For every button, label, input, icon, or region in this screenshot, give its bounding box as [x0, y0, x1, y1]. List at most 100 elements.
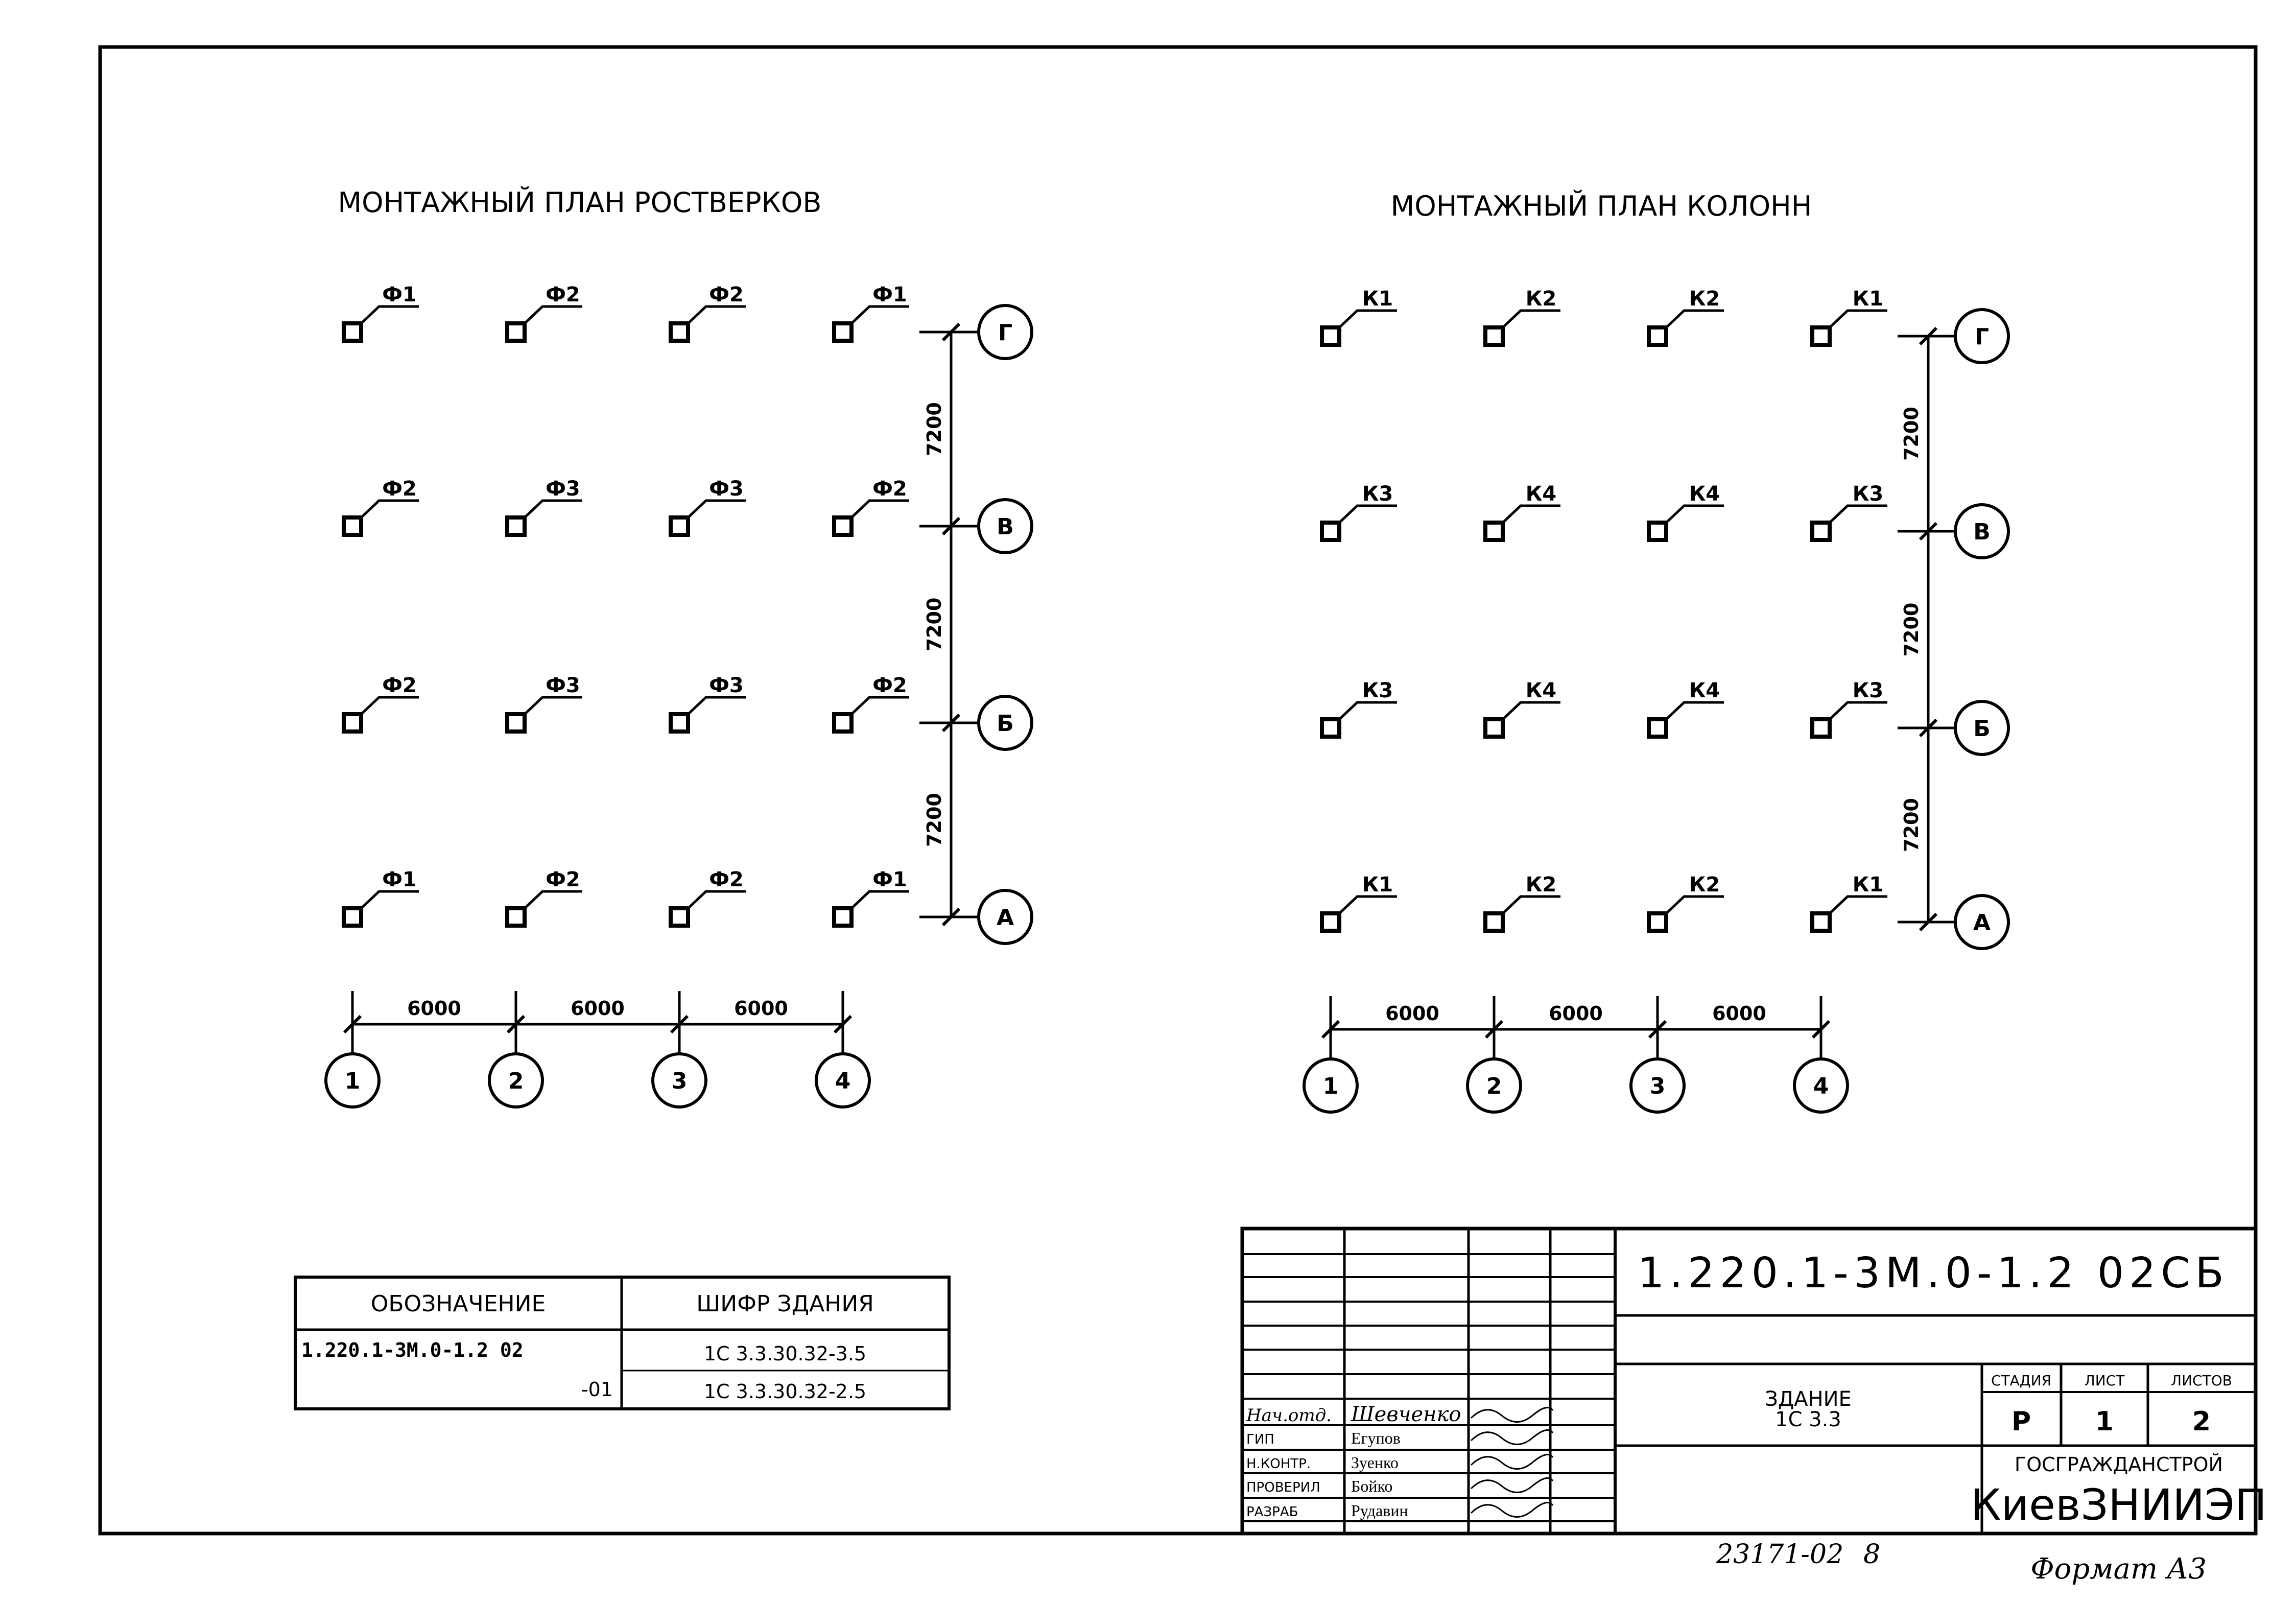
signature-scribble	[1470, 1406, 1554, 1423]
leader-line	[1827, 701, 1887, 722]
col-dim-tick	[1648, 1020, 1667, 1039]
leader-line	[1664, 895, 1724, 916]
col-axis-label: 1	[1323, 1073, 1339, 1099]
col-dim-tick	[833, 1015, 853, 1034]
leader-line	[685, 696, 746, 717]
element-square	[1810, 911, 1832, 933]
spec-code-1: 1С 3.3.30.32-3.5	[704, 1342, 866, 1365]
element-mark: К3	[1362, 482, 1393, 506]
element-mark: Ф2	[546, 283, 580, 307]
element-mark: Ф1	[872, 868, 907, 891]
element-square	[1810, 521, 1832, 542]
leader-line	[522, 890, 582, 911]
col-dim-value: 6000	[571, 997, 625, 1020]
element-square	[669, 515, 690, 537]
row-axis-label: А	[1973, 910, 1991, 936]
leader-line	[359, 890, 419, 911]
leader-line	[1664, 701, 1724, 722]
element-square	[1320, 911, 1341, 933]
element-square	[1647, 911, 1668, 933]
element-mark: К1	[1853, 287, 1884, 311]
row-axis-bubble	[977, 695, 1033, 751]
element-square	[505, 515, 527, 537]
org-name: КиевЗНИИЭП	[1971, 1480, 2267, 1530]
title-block: 1.220.1-3М.0-1.2 02СБ ЗДАНИЕ 1С 3.3 СТАД…	[1240, 1227, 2267, 1536]
person-role: РАЗРАБ	[1246, 1504, 1298, 1520]
element-mark: К4	[1526, 482, 1557, 506]
element-mark: Ф3	[546, 674, 580, 697]
leader-line	[1827, 895, 1887, 916]
element-square	[1320, 521, 1341, 542]
person-role: Н.КОНТР.	[1246, 1456, 1311, 1472]
stage-value: Р	[2011, 1406, 2031, 1437]
element-square	[1483, 325, 1505, 347]
person-role: ПРОВЕРИЛ	[1246, 1480, 1320, 1495]
col-dim-tick	[1811, 1020, 1831, 1039]
format-label: Формат А3	[2030, 1552, 2207, 1586]
element-square	[1320, 717, 1341, 739]
element-mark: К1	[1362, 873, 1393, 897]
row-dim-value: 7200	[923, 402, 945, 456]
row-axis-bubble	[977, 889, 1033, 945]
leader-line	[1827, 309, 1887, 330]
leader-line	[849, 305, 909, 326]
leader-line	[1500, 504, 1560, 525]
row-axis-label: Г	[1975, 324, 1989, 350]
element-square	[669, 906, 690, 928]
row-axis-bubble	[1954, 700, 2010, 756]
doc-code: 1.220.1-3М.0-1.2 02СБ	[1638, 1249, 2229, 1298]
element-mark: К2	[1689, 873, 1720, 897]
col-axis-label: 2	[1486, 1073, 1502, 1099]
leader-line	[359, 696, 419, 717]
element-square	[669, 712, 690, 734]
person-name: Егупов	[1351, 1429, 1401, 1447]
element-square	[1320, 325, 1341, 347]
col-axis-bubble	[1793, 1057, 1849, 1114]
signature-scribble	[1470, 1453, 1554, 1470]
plan-title-kolonn: МОНТАЖНЫЙ ПЛАН КОЛОНН	[1391, 190, 1812, 222]
col-dim-value: 6000	[1712, 1002, 1766, 1025]
leader-line	[1500, 701, 1560, 722]
element-mark: Ф3	[546, 477, 580, 501]
leader-line	[1827, 504, 1887, 525]
col-dim-tick	[343, 1015, 362, 1034]
element-mark: К4	[1689, 679, 1720, 702]
element-mark: К4	[1526, 679, 1557, 702]
element-mark: Ф3	[709, 674, 744, 697]
org-top: ГОСГРАЖДАНСТРОЙ	[2015, 1453, 2223, 1476]
title-block-border	[1240, 1227, 2258, 1536]
leader-line	[1500, 309, 1560, 330]
element-mark: Ф2	[709, 868, 744, 891]
person-role: Нач.отд.	[1246, 1405, 1332, 1426]
element-mark: К1	[1362, 287, 1393, 311]
element-square	[1810, 325, 1832, 347]
element-square	[1483, 717, 1505, 739]
signature-scribble	[1470, 1429, 1554, 1445]
leader-line	[685, 499, 746, 520]
building-code: 1С 3.3	[1775, 1408, 1841, 1431]
element-mark: Ф2	[872, 674, 907, 697]
person-name: Рудавин	[1351, 1501, 1408, 1520]
element-square	[832, 712, 854, 734]
row-axis-label: В	[997, 514, 1014, 540]
element-square	[505, 712, 527, 734]
col-axis-label: 4	[1813, 1073, 1829, 1099]
element-square	[342, 712, 363, 734]
element-mark: К3	[1362, 679, 1393, 702]
element-mark: К1	[1853, 873, 1884, 897]
row-axis-bubble	[1954, 308, 2010, 364]
person-name: Зуенко	[1351, 1453, 1399, 1472]
col-axis-bubble	[815, 1052, 871, 1109]
leader-line	[1500, 895, 1560, 916]
element-mark: К4	[1689, 482, 1720, 506]
row-axis-bubble	[1954, 894, 2010, 950]
element-square	[669, 321, 690, 343]
element-square	[832, 321, 854, 343]
element-mark: Ф1	[382, 868, 417, 891]
spec-designation-1: 1.220.1-3М.0-1.2 02	[301, 1339, 524, 1361]
spec-header-designation: ОБОЗНАЧЕНИЕ	[371, 1291, 546, 1317]
element-square	[832, 515, 854, 537]
leader-line	[522, 696, 582, 717]
leader-line	[1337, 309, 1397, 330]
